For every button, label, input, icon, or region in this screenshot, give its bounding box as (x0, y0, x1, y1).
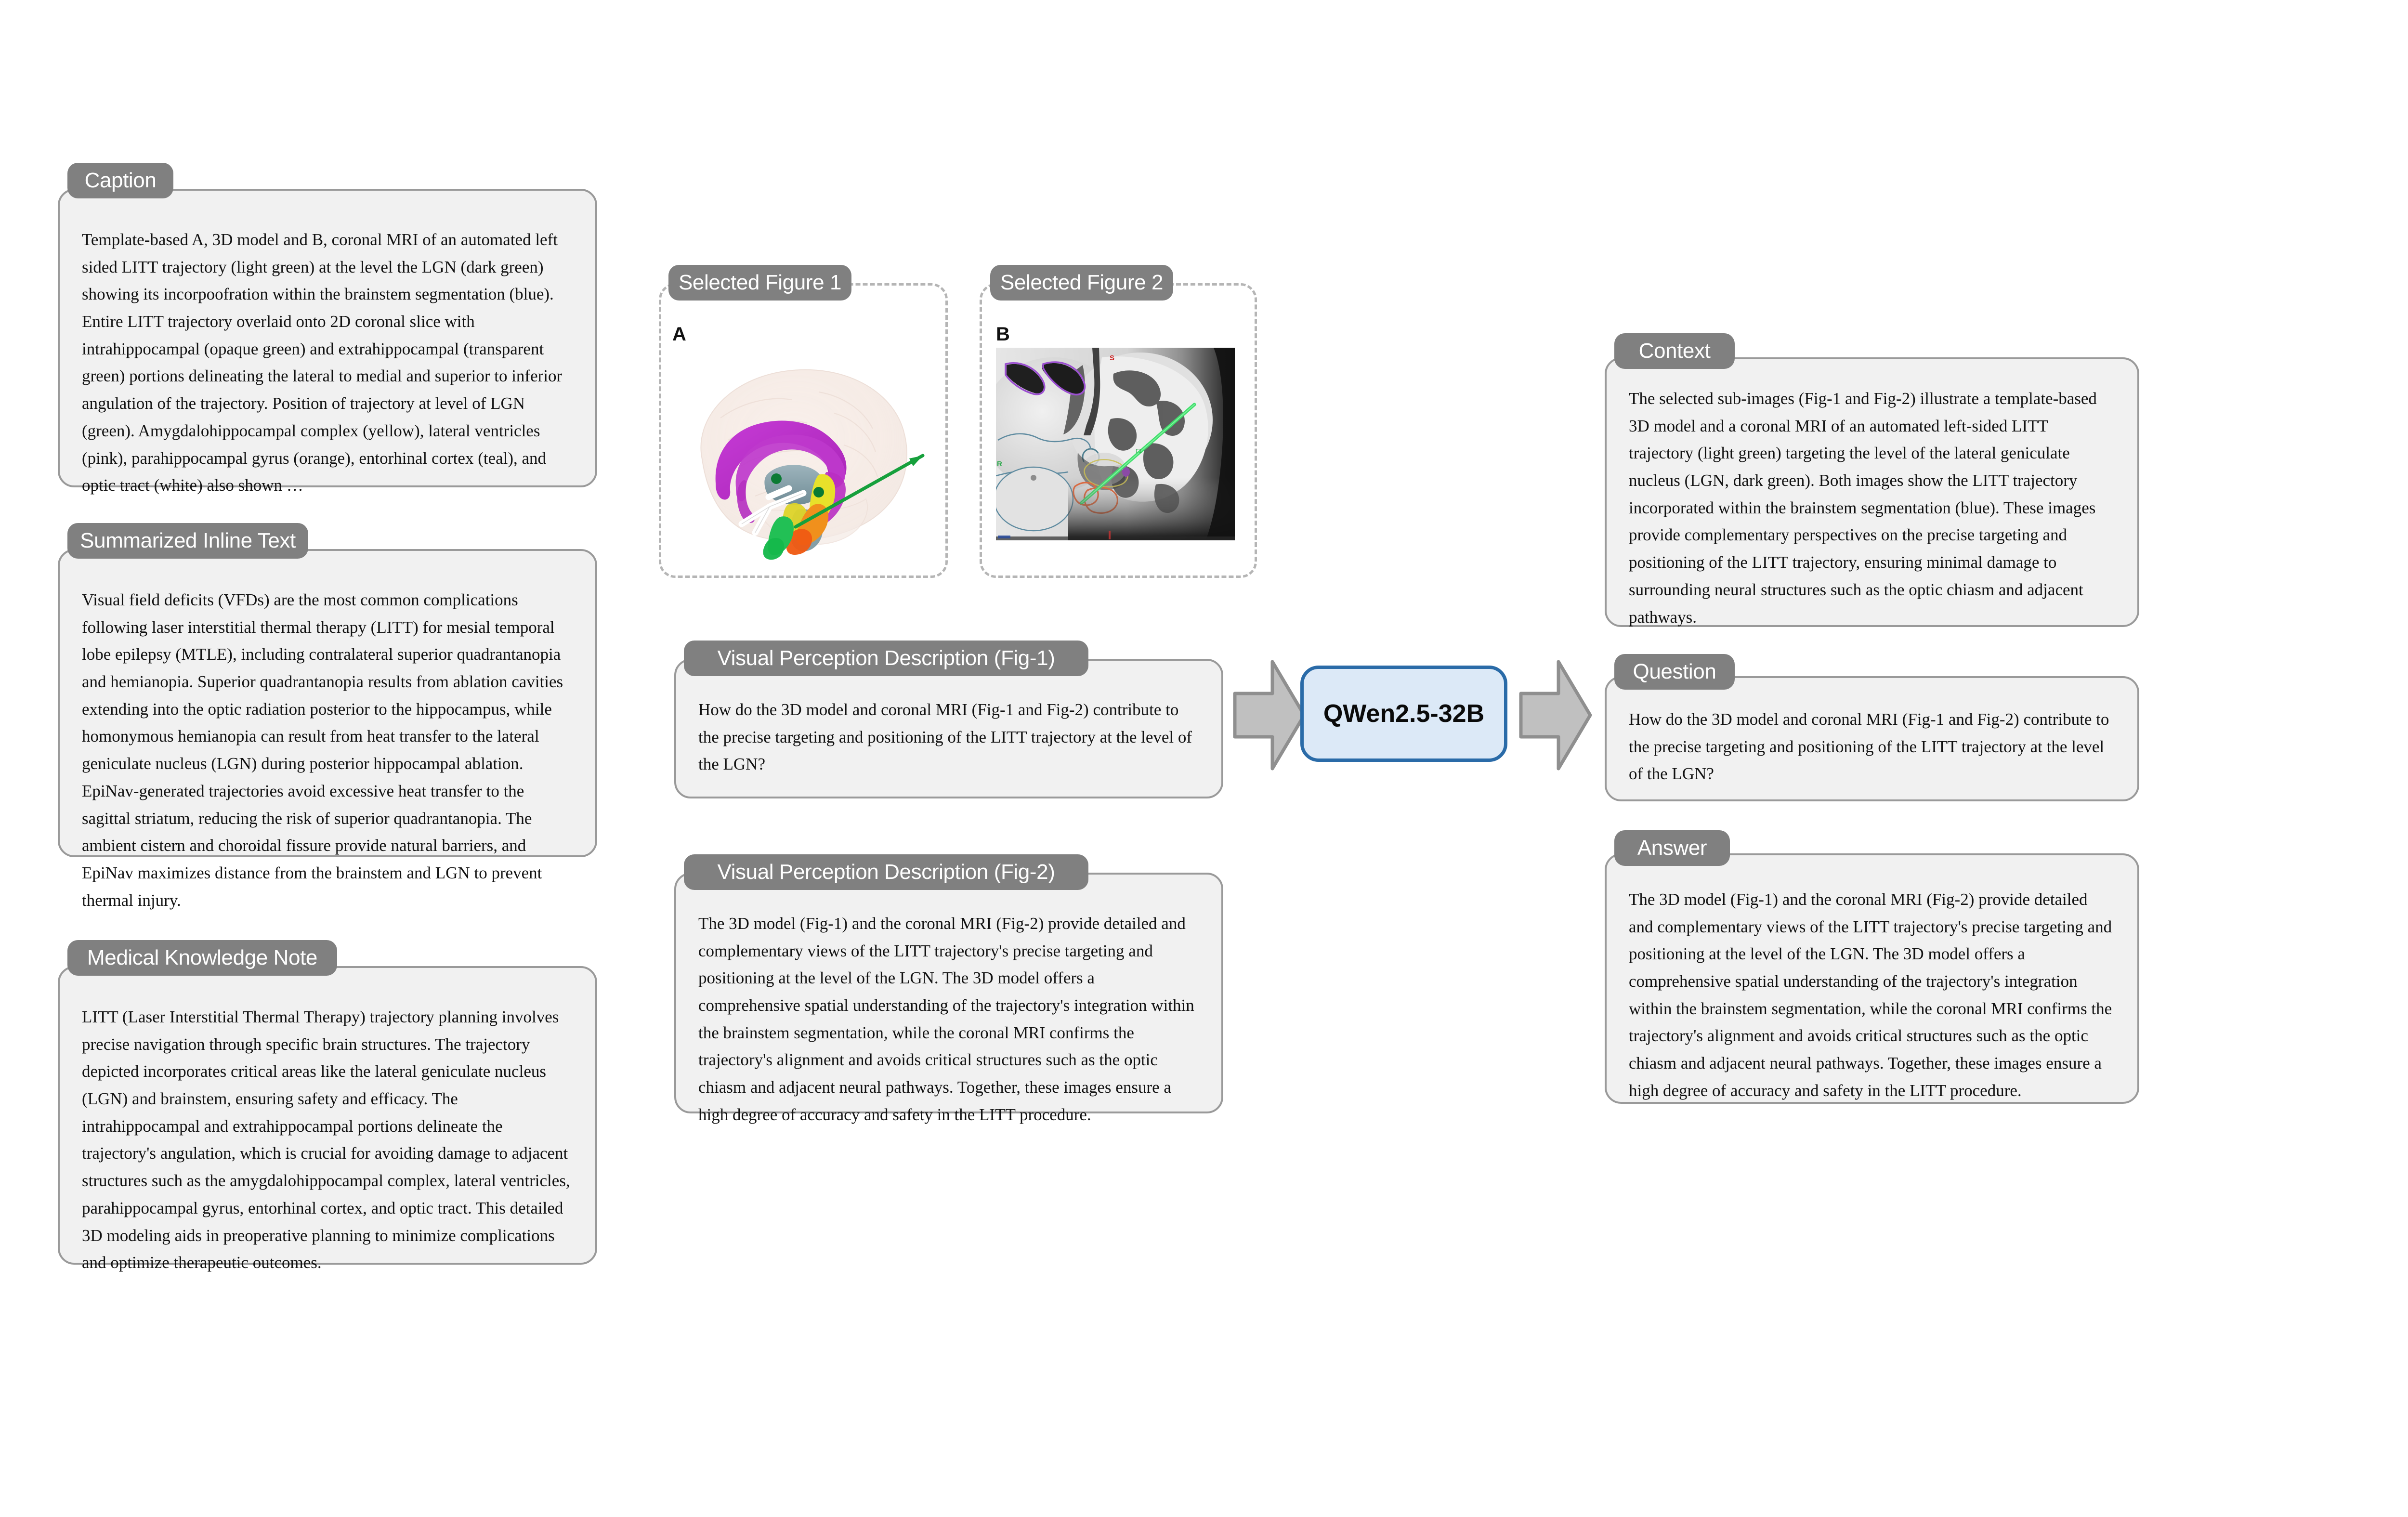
summarized-inline-text-card: Visual field deficits (VFDs) are the mos… (58, 549, 597, 910)
mri-right-marker: R (997, 460, 1002, 468)
context-badge: Context (1614, 333, 1735, 369)
vpd-fig2-card: The 3D model (Fig-1) and the coronal MRI… (674, 873, 1223, 1124)
selected-figure-2-badge-label: Selected Figure 2 (1000, 271, 1164, 294)
question-badge: Question (1614, 654, 1735, 690)
mri-trajectory-tag: F1 (1136, 448, 1142, 454)
brain-3d-model-figure (674, 346, 934, 567)
medical-knowledge-note-badge-label: Medical Knowledge Note (87, 946, 317, 969)
summarized-inline-text-badge-label: Summarized Inline Text (80, 529, 296, 552)
lgn-dark-green-left (771, 473, 782, 484)
vpd-fig2-badge-label: Visual Perception Description (Fig-2) (717, 860, 1055, 884)
vpd-fig1-text: How do the 3D model and coronal MRI (Fig… (698, 700, 1196, 774)
figure-1-panel-letter: A (672, 324, 686, 345)
caption-text: Template-based A, 3D model and B, corona… (82, 230, 566, 495)
input-arrow-icon (1231, 655, 1308, 778)
vpd-fig1-badge: Visual Perception Description (Fig-1) (684, 641, 1088, 676)
selected-figure-1-badge: Selected Figure 1 (668, 265, 851, 301)
caption-badge-label: Caption (84, 169, 157, 192)
ventricle-outline-magenta (1005, 361, 1086, 396)
optic-tract-dot (1122, 467, 1130, 477)
question-text: How do the 3D model and coronal MRI (Fig… (1629, 710, 2114, 784)
coronal-mri-figure: S R F1 (996, 348, 1235, 540)
vpd-fig1-card: How do the 3D model and coronal MRI (Fig… (674, 659, 1223, 798)
left-lateral-ventricle (1007, 364, 1044, 393)
selected-figure-2-badge: Selected Figure 2 (990, 265, 1173, 301)
question-badge-label: Question (1633, 660, 1716, 683)
medical-knowledge-note-badge: Medical Knowledge Note (67, 940, 337, 976)
model-node-qwen[interactable]: QWen2.5-32B (1300, 666, 1507, 762)
answer-badge: Answer (1614, 830, 1730, 866)
caption-badge: Caption (67, 163, 173, 198)
vpd-fig2-badge: Visual Perception Description (Fig-2) (684, 854, 1088, 890)
output-arrow-icon (1517, 655, 1594, 778)
vpd-fig1-badge-label: Visual Perception Description (Fig-1) (717, 646, 1055, 670)
medical-knowledge-note-body: LITT (Laser Interstitial Thermal Therapy… (82, 1007, 575, 1272)
lgn-dark-green-right (813, 487, 824, 497)
selected-figure-1-badge-label: Selected Figure 1 (678, 271, 842, 294)
model-node-label: QWen2.5-32B (1323, 700, 1485, 728)
vpd-fig2-text: The 3D model (Fig-1) and the coronal MRI… (698, 914, 1199, 1124)
summarized-inline-text-body: Visual field deficits (VFDs) are the mos… (82, 590, 567, 910)
answer-card: The 3D model (Fig-1) and the coronal MRI… (1605, 853, 2139, 1104)
mri-superior-marker: S (1110, 354, 1114, 362)
answer-text: The 3D model (Fig-1) and the coronal MRI… (1629, 890, 2116, 1100)
summarized-inline-text-badge: Summarized Inline Text (67, 523, 308, 559)
caption-card: Template-based A, 3D model and B, corona… (58, 189, 597, 495)
context-badge-label: Context (1638, 339, 1711, 363)
context-card: The selected sub-images (Fig-1 and Fig-2… (1605, 357, 2139, 627)
figure-2-panel-letter: B (996, 324, 1010, 345)
answer-badge-label: Answer (1637, 836, 1707, 860)
medical-knowledge-note-card: LITT (Laser Interstitial Thermal Therapy… (58, 966, 597, 1272)
context-text: The selected sub-images (Fig-1 and Fig-2… (1629, 389, 2101, 627)
lateral-ventricle-right (735, 434, 846, 501)
question-card: How do the 3D model and coronal MRI (Fig… (1605, 676, 2139, 801)
litt-trajectory-green (794, 454, 925, 529)
right-lateral-ventricle (1042, 363, 1084, 394)
